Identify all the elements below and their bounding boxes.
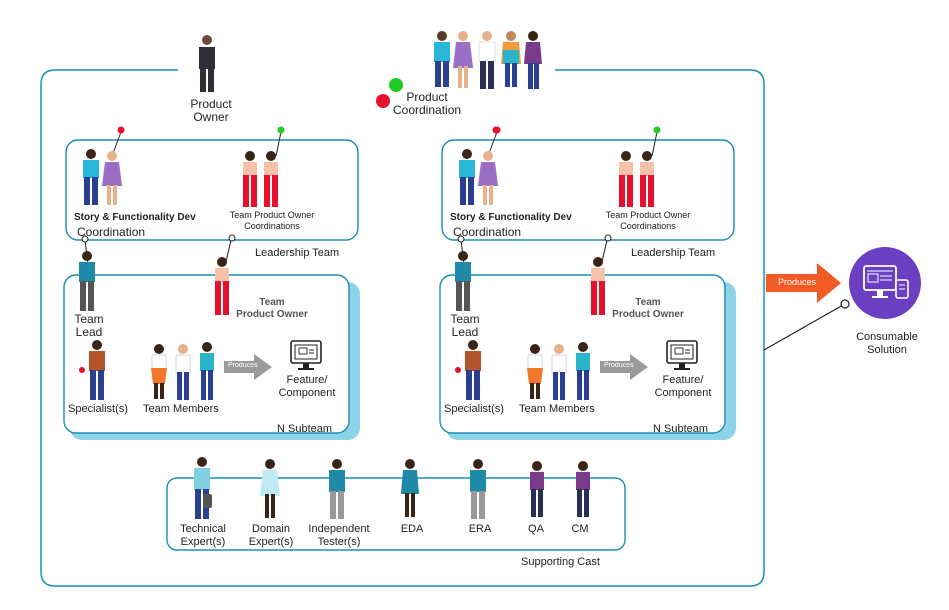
coordination-label: Coordination: [77, 225, 146, 239]
n-subteam-label: N Subteam: [277, 423, 333, 435]
team-lead-label: Team Lead: [74, 312, 104, 339]
independent-tester-figure: [329, 459, 345, 519]
team-members-label: Team Members: [143, 403, 219, 415]
role-qa: QA: [528, 523, 544, 535]
supporting-cast-figures: [194, 457, 590, 519]
monitor-icon: [290, 340, 322, 370]
team-po-label: Team Product Owner: [236, 297, 308, 320]
leadership-team-label: Leadership Team: [631, 247, 716, 259]
product-coordination-label: Product Coordination: [393, 90, 462, 117]
product-coordination-group: [434, 31, 542, 89]
team-po-figure: [591, 257, 605, 315]
n-subteam-label: N Subteam: [653, 423, 709, 435]
specialists-label: Specialist(s): [68, 403, 128, 415]
specialists-label: Specialist(s): [444, 403, 504, 415]
coordination-label: Coordination: [453, 225, 522, 239]
story-dev-label: Story & Functionality Dev: [74, 212, 196, 223]
consumable-solution-icon: [849, 247, 921, 319]
story-dev-people: [83, 149, 122, 205]
team-po-coord-label: Team Product Owner Coordinations: [229, 210, 315, 231]
produces-main-arrow: [766, 263, 841, 303]
team-1: [63, 126, 360, 440]
role-technical-expert: Technical Expert(s): [180, 523, 226, 548]
role-eda: EDA: [400, 523, 424, 535]
qa-figure: [530, 461, 544, 517]
monitor-icon: [666, 340, 698, 370]
leadership-team-label: Leadership Team: [255, 247, 340, 259]
supporting-cast-box: [166, 477, 626, 551]
era-figure: [470, 459, 486, 519]
role-cm: CM: [571, 523, 589, 535]
story-dev-people: [459, 149, 498, 205]
team-lead-label: Team Lead: [450, 312, 480, 339]
consumable-solution-label: Consumable Solution: [856, 331, 918, 356]
coordination-red-dot: [376, 94, 390, 108]
team-po-coord-label: Team Product Owner Coordinations: [605, 210, 691, 231]
specialist-figure: [79, 340, 105, 400]
cm-figure: [576, 461, 590, 517]
feature-label: Feature/ Component: [278, 374, 336, 399]
specialist-figure: [455, 340, 481, 400]
team-lead-figure: [455, 251, 471, 311]
solution-connector-dot: [840, 299, 850, 309]
domain-expert-figure: [260, 459, 280, 518]
supporting-cast-title: Supporting Cast: [521, 556, 600, 568]
produces-sub-label: Produces: [228, 362, 258, 369]
team-members-figures: [151, 342, 214, 400]
story-dev-label: Story & Functionality Dev: [450, 212, 572, 223]
team-2: [439, 126, 736, 440]
produces-main-label: Produces: [778, 277, 817, 287]
role-domain-expert: Domain Expert(s): [248, 523, 294, 548]
product-owner-figure: [199, 35, 215, 92]
team-po-coord-people: [243, 151, 278, 207]
role-era: ERA: [468, 523, 492, 535]
produces-arrow: [224, 354, 272, 380]
feature-label: Feature/ Component: [654, 374, 712, 399]
solution-connector-line: [763, 304, 844, 351]
team-lead-figure: [79, 251, 95, 311]
team-po-figure: [215, 257, 229, 315]
team-members-label: Team Members: [519, 403, 595, 415]
team-po-coord-people: [619, 151, 654, 207]
leadership-team-box: [441, 139, 735, 241]
coordination-green-dot: [389, 78, 403, 92]
produces-arrow: [600, 354, 648, 380]
role-independent-tester: Independent Tester(s): [308, 523, 370, 548]
outer-frame: [40, 69, 765, 587]
produces-sub-label: Produces: [604, 362, 634, 369]
team-members-figures: [527, 342, 590, 400]
eda-figure: [401, 459, 419, 517]
team-po-label: Team Product Owner: [612, 297, 684, 320]
leadership-team-box: [65, 139, 359, 241]
product-owner-label: Product Owner: [190, 97, 232, 124]
technical-expert-figure: [194, 457, 212, 519]
